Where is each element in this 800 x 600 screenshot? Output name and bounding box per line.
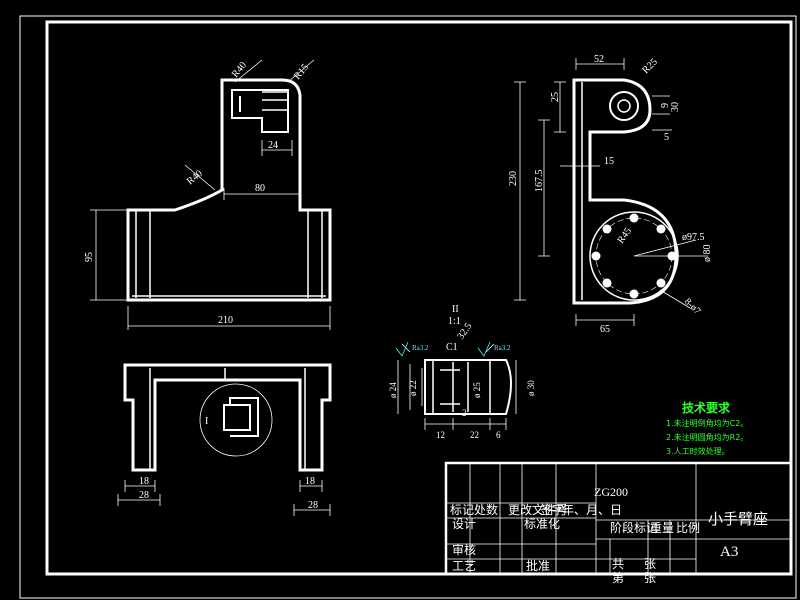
detail-dim-22: ø 22 — [408, 380, 418, 396]
bottom-dim-lines — [117, 480, 331, 516]
tb-standardization: 标准化 — [524, 517, 560, 531]
tb-sheets-label: 张 — [644, 557, 656, 571]
side-dim-30: 30 — [670, 102, 681, 112]
tb-approve: 批准 — [526, 558, 550, 573]
bottom-view — [117, 363, 332, 516]
tech-req-line-1: 1.未注明倒角均为C2。 — [666, 418, 748, 428]
side-view-bore-inner — [617, 99, 631, 113]
tb-paper-size: A3 — [720, 544, 738, 560]
detail-label: II — [452, 304, 459, 315]
side-dim-9: 9 — [660, 103, 671, 108]
front-view — [90, 59, 332, 330]
flange-hole-8 — [602, 224, 612, 234]
title-block — [444, 461, 793, 576]
side-dim-r25: R25 — [640, 57, 660, 77]
bottom-dim-18-left: 18 — [139, 476, 149, 487]
bottom-detail-tag: I — [205, 416, 208, 427]
detail-scale: 1:1 — [448, 316, 461, 327]
flange-hole-1 — [629, 213, 639, 223]
flange-hole-3 — [667, 251, 677, 261]
detail-dim-30: ø 30 — [526, 380, 536, 396]
outer-frame — [19, 15, 797, 599]
title-block-grid — [446, 463, 791, 574]
side-dim-80: ø 80 — [702, 245, 713, 263]
bottom-view-outline — [123, 363, 332, 472]
side-dim-25: 25 — [550, 92, 561, 102]
tb-sheet-no-label: 第 — [612, 571, 624, 585]
flange-hole-6 — [602, 278, 612, 288]
bottom-dim-28-right: 28 — [308, 500, 318, 511]
tb-audit: 审核 — [452, 542, 476, 557]
front-view-inner — [132, 210, 326, 298]
front-dim-80: 80 — [255, 183, 265, 194]
bottom-view-inner — [149, 368, 306, 470]
tech-req-title: 技术要求 — [682, 400, 731, 415]
detail-dim-12: 12 — [436, 430, 445, 440]
detail-view-sections — [432, 360, 491, 414]
front-dim-r40-top: R40 — [230, 60, 249, 80]
bottom-dim-28-left: 28 — [139, 490, 149, 501]
tb-drawing-name: 小手臂座 — [708, 510, 768, 528]
tb-designer: 设计 — [452, 517, 476, 531]
tb-process: 工艺 — [452, 559, 476, 573]
detail-dim-25: ø 25 — [472, 382, 482, 398]
side-dim-167-5: 167.5 — [534, 170, 545, 193]
side-view — [514, 58, 708, 326]
front-view-boss — [231, 89, 289, 133]
side-dim-15: 15 — [604, 156, 614, 167]
bottom-dim-18-right: 18 — [305, 476, 315, 487]
detail-dim-24: ø 24 — [388, 382, 398, 398]
detail-view-outline — [424, 359, 512, 415]
front-dim-95: 95 — [84, 252, 95, 262]
tb-total-label: 共 — [612, 557, 624, 571]
side-dim-lines — [514, 58, 708, 326]
title-block-frame — [444, 461, 793, 576]
detail-rough-left — [395, 341, 409, 357]
side-dim-97-5: ø97.5 — [682, 232, 705, 243]
side-dim-230: 230 — [508, 171, 519, 186]
flange-hole-2 — [656, 224, 666, 234]
side-view-outline — [572, 78, 678, 305]
inner-frame — [45, 20, 793, 576]
tb-row-file: 更改文件号 — [508, 502, 568, 517]
tech-req-line-3: 3.人工时效处理。 — [666, 446, 730, 456]
tb-sheet-no-sheets: 张 — [644, 571, 656, 585]
flange-hole-5 — [629, 289, 639, 299]
tech-req-line-2: 2.未注明圆角均为R2。 — [666, 432, 748, 442]
detail-dim-6: 6 — [496, 430, 501, 440]
side-dim-52: 52 — [594, 54, 604, 65]
detail-rough-left-label: Ra3.2 — [412, 344, 429, 352]
tb-row-sign: 签字 — [540, 502, 564, 517]
front-dim-210: 210 — [218, 315, 233, 326]
side-dim-5: 5 — [664, 132, 669, 143]
tb-row-marking: 标记处数 — [450, 502, 498, 517]
tb-weight: 重量 — [650, 521, 674, 535]
flange-hole-4 — [656, 278, 666, 288]
detail-rough-right — [477, 341, 491, 357]
detail-dim-22w: 22 — [470, 430, 479, 440]
detail-chamfer: C1 — [446, 342, 458, 353]
detail-view — [395, 341, 517, 430]
bottom-view-detail-circle — [199, 383, 273, 457]
side-dim-holes: 8-ø7 — [682, 296, 703, 317]
tb-scale: 比例 — [676, 521, 700, 535]
tb-row-date: 年、月、日 — [562, 503, 622, 517]
front-view-outline — [126, 78, 332, 302]
tb-stage-mark: 阶段标记 — [610, 520, 658, 535]
front-view-lug — [262, 91, 288, 111]
detail-rough-right-label: Ra3.2 — [494, 344, 511, 352]
front-dim-lines — [90, 59, 331, 330]
side-dim-r45: R45 — [615, 226, 634, 246]
detail-dim-2: 2 — [462, 408, 467, 418]
side-dim-65: 65 — [600, 324, 610, 335]
bottom-view-boss — [223, 397, 259, 437]
tb-material: ZG200 — [594, 485, 628, 499]
front-dim-24: 24 — [268, 140, 278, 151]
detail-dim-lines — [397, 343, 517, 430]
front-dim-r40-left: R40 — [185, 168, 205, 187]
side-view-bore — [609, 91, 639, 121]
flange-hole-7 — [591, 251, 601, 261]
side-view-holes — [591, 213, 677, 299]
